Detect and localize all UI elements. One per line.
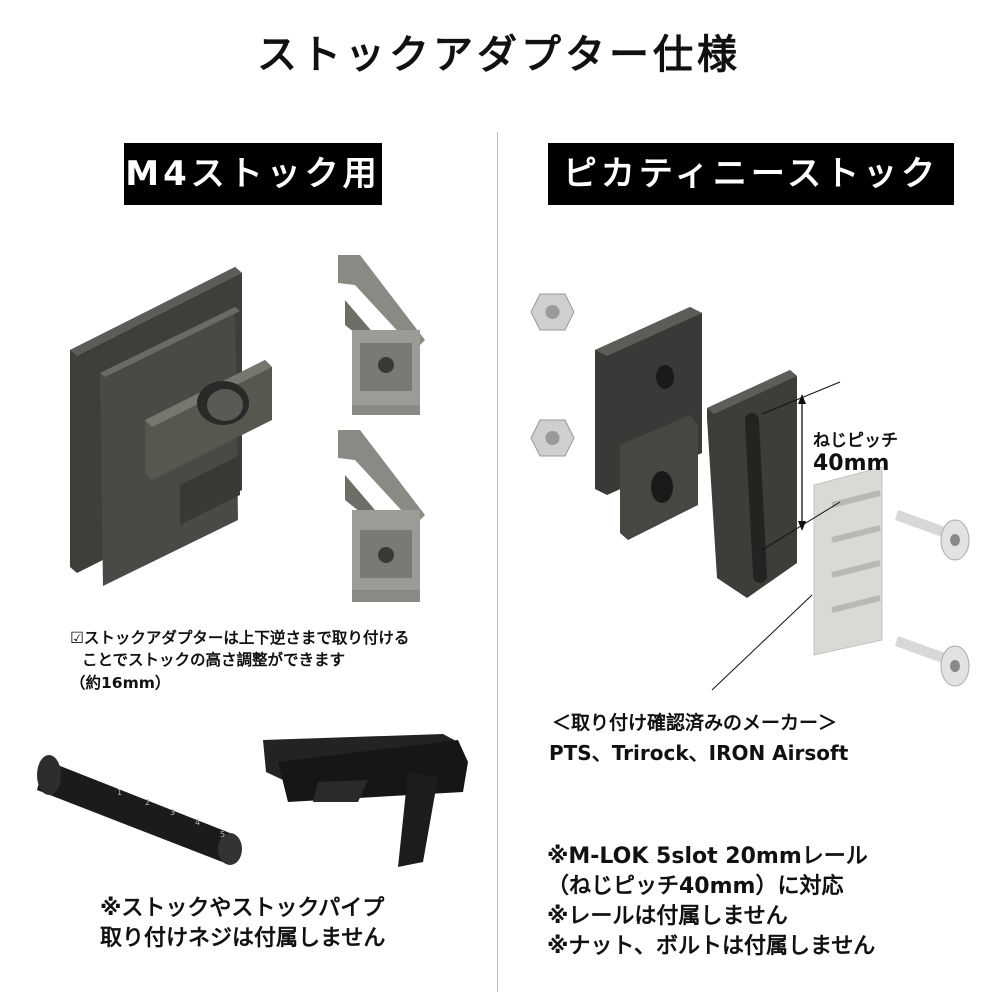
stock-image (263, 734, 468, 867)
right-footer-line-4: ※ナット、ボルトは付属しません (547, 934, 876, 959)
left-footer-line-1: ※ストックやストックパイプ (100, 896, 385, 921)
pitch-label: ねじピッチ (813, 431, 898, 451)
nut-icon (530, 293, 575, 331)
note-line-3: （約16mm） (70, 674, 171, 692)
pitch-dimension-lines (711, 381, 841, 691)
tube-number-2: 2 (145, 798, 150, 807)
picatinny-stock-label: ピカティニーストック用 (548, 143, 954, 256)
tube-number-4: 4 (195, 818, 200, 827)
m4-adapter-render (70, 267, 272, 586)
nut-icon (530, 419, 575, 457)
section-divider (497, 132, 498, 992)
adapter-mounted-view-1 (338, 255, 425, 415)
picatinny-adapter-render (595, 307, 702, 540)
mlok-rail-render (813, 466, 883, 656)
note-line-1: ☑ストックアダプターは上下逆さまで取り付ける (70, 629, 410, 647)
tube-number-1: 1 (117, 788, 122, 797)
pitch-value: 40mm (813, 451, 890, 476)
right-footer-line-3: ※レールは付属しません (547, 904, 788, 929)
bolt-icon (895, 510, 970, 561)
tube-number-5: 5 (220, 830, 225, 839)
makers-heading: ＜取り付け確認済みのメーカー＞ (552, 712, 838, 734)
left-footer-line-2: 取り付けネジは付属しません (100, 926, 386, 951)
tube-number-3: 3 (170, 808, 175, 817)
m4-stock-label: M4ストック用 (124, 143, 382, 205)
adapter-mounted-view-2 (338, 430, 425, 602)
note-line-2: ことでストックの高さ調整ができます (82, 651, 346, 669)
bolt-icon (895, 636, 970, 687)
right-footer-line-1: ※M-LOK 5slot 20mmレール (547, 844, 868, 869)
page-title: ストックアダプター仕様 (257, 32, 741, 78)
makers-list: PTS、Trirock、IRON Airsoft (549, 741, 849, 765)
buffer-tube-image: 1 2 3 4 5 (37, 755, 242, 865)
mount-plate-render (707, 370, 797, 598)
right-footer-line-2: （ねじピッチ40mm）に対応 (547, 874, 844, 899)
